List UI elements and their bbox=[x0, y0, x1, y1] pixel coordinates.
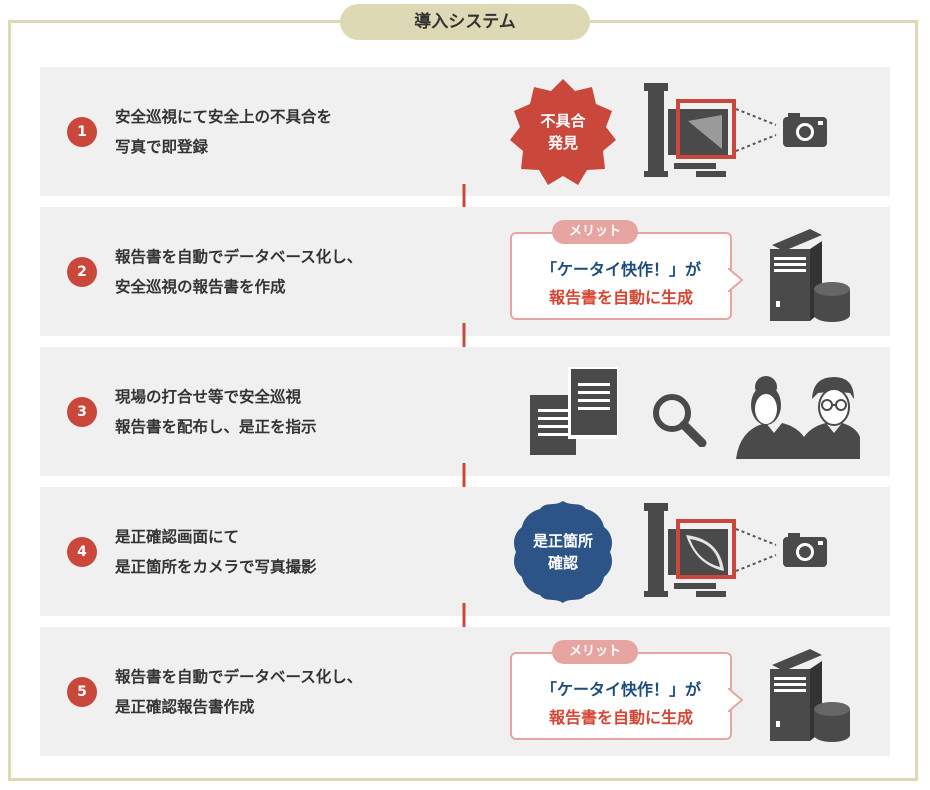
dotted-line-icon bbox=[736, 108, 777, 152]
step-description: 現場の打合せ等で安全巡視 報告書を配布し、是正を指示 bbox=[115, 382, 317, 442]
status-badge: 是正箇所 確認 bbox=[508, 497, 618, 607]
step-row-2: 2 報告書を自動でデータベース化し、 安全巡視の報告書を作成 メリット 「ケータ… bbox=[40, 207, 890, 336]
step-description: 報告書を自動でデータベース化し、 是正確認報告書作成 bbox=[115, 662, 362, 722]
step-line-1: 報告書を自動でデータベース化し、 bbox=[115, 247, 363, 266]
step-line-1: 現場の打合せ等で安全巡視 bbox=[115, 387, 302, 406]
step-line-1: 安全巡視にて安全上の不具合を bbox=[115, 107, 333, 126]
badge-line-1: 不具合 bbox=[540, 112, 586, 130]
step-number: 5 bbox=[67, 676, 97, 707]
people-icon bbox=[730, 367, 860, 467]
database-icon bbox=[814, 282, 850, 322]
database-icon bbox=[814, 702, 850, 742]
status-badge: 不具合 発見 bbox=[508, 77, 618, 187]
camera-icon bbox=[780, 531, 830, 573]
step-description: 安全巡視にて安全上の不具合を 写真で即登録 bbox=[115, 102, 332, 162]
server-icon bbox=[762, 643, 862, 751]
merit-line-2: 報告書を自動に生成 bbox=[548, 708, 693, 727]
step-row-5: 5 報告書を自動でデータベース化し、 是正確認報告書作成 メリット 「ケータイ快… bbox=[40, 627, 890, 756]
step-line-2: 是正確認報告書作成 bbox=[115, 697, 255, 716]
step-line-2: 是正箇所をカメラで写真撮影 bbox=[115, 557, 317, 576]
badge-line-2: 発見 bbox=[547, 134, 578, 152]
merit-tab: メリット bbox=[552, 220, 638, 244]
merit-bubble: メリット 「ケータイ快作！」が 報告書を自動に生成 bbox=[510, 220, 744, 320]
badge-line-1: 是正箇所 bbox=[532, 532, 593, 550]
magnifier-icon bbox=[650, 391, 710, 451]
camera-icon bbox=[780, 111, 830, 153]
step-description: 是正確認画面にて 是正箇所をカメラで写真撮影 bbox=[115, 522, 317, 582]
step-row-4: 4 是正確認画面にて 是正箇所をカメラで写真撮影 是正箇所 確認 bbox=[40, 487, 890, 616]
merit-tab: メリット bbox=[552, 640, 638, 664]
step-number: 4 bbox=[67, 536, 97, 567]
step-line-2: 写真で即登録 bbox=[115, 137, 209, 156]
step-row-3: 3 現場の打合せ等で安全巡視 報告書を配布し、是正を指示 bbox=[40, 347, 890, 476]
step-line-2: 報告書を配布し、是正を指示 bbox=[115, 417, 317, 436]
merit-line-1: 「ケータイ快作！」が bbox=[540, 260, 701, 279]
step-number: 3 bbox=[67, 396, 97, 427]
server-icon bbox=[762, 223, 862, 331]
badge-line-2: 確認 bbox=[547, 554, 578, 572]
step-number: 1 bbox=[67, 116, 97, 147]
merit-line-1: 「ケータイ快作！」が bbox=[540, 680, 701, 699]
pipe-icon bbox=[640, 79, 740, 183]
step-row-1: 1 安全巡視にて安全上の不具合を 写真で即登録 不具合 発見 bbox=[40, 67, 890, 196]
merit-bubble: メリット 「ケータイ快作！」が 報告書を自動に生成 bbox=[510, 640, 744, 740]
step-line-1: 是正確認画面にて bbox=[115, 527, 240, 546]
page-title: 導入システム bbox=[340, 4, 590, 40]
pipe-icon bbox=[640, 499, 740, 603]
step-number: 2 bbox=[67, 256, 97, 287]
step-line-2: 安全巡視の報告書を作成 bbox=[115, 277, 286, 296]
step-line-1: 報告書を自動でデータベース化し、 bbox=[115, 667, 363, 686]
merit-line-2: 報告書を自動に生成 bbox=[548, 288, 693, 307]
step-description: 報告書を自動でデータベース化し、 安全巡視の報告書を作成 bbox=[115, 242, 362, 302]
document-icon bbox=[528, 363, 622, 463]
dotted-line-icon bbox=[736, 528, 777, 572]
